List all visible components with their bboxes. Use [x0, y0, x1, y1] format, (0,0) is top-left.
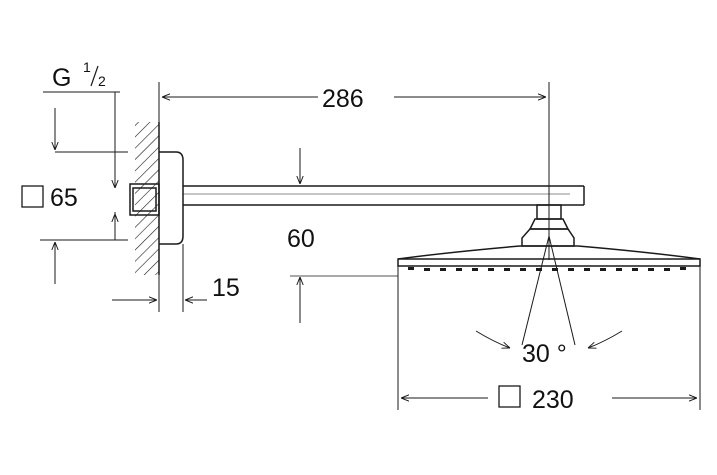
thread-label-prefix: G	[52, 64, 71, 92]
arm-length-label: 286	[322, 85, 364, 113]
thread-dimension	[43, 91, 128, 188]
wall-offset-label: 15	[212, 274, 240, 302]
wall-fitting	[129, 183, 160, 216]
head-size-dimension	[397, 266, 701, 410]
thread-label-denominator: 2	[98, 73, 106, 89]
square-dimension-icon	[498, 385, 521, 408]
spray-angle-label: 30 °	[522, 340, 567, 368]
square-dimension-icon	[21, 185, 44, 208]
thread-label-numerator: 1	[83, 59, 91, 75]
spray-angle-dimension	[475, 235, 623, 348]
flange-size-label: 65	[50, 184, 78, 212]
arm-drop-label: 60	[287, 225, 315, 253]
flange-dimension	[40, 212, 128, 284]
shower-arm	[183, 185, 585, 206]
wall-offset-dimension	[112, 244, 207, 312]
drop-dimension	[290, 148, 398, 323]
shower-nozzles	[408, 267, 686, 271]
arm-length-dimension	[158, 82, 550, 260]
wall-flange	[159, 151, 184, 245]
wall	[135, 122, 160, 275]
head-size-label: 230	[532, 386, 574, 414]
thread-fraction-slash	[90, 65, 99, 87]
